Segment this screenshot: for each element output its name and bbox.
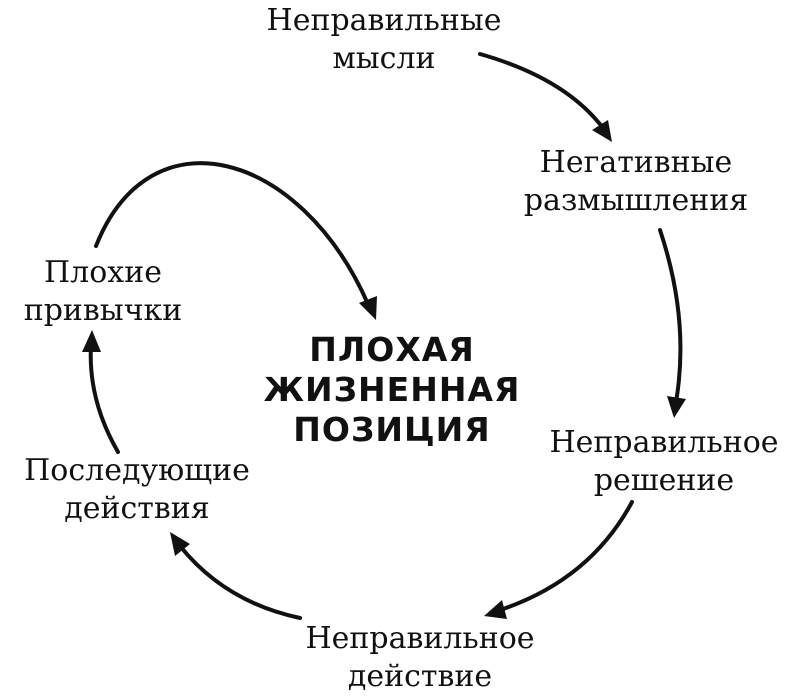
node-wrong-action-line2: действие <box>347 659 493 694</box>
arrow-decision-to-action <box>484 500 634 619</box>
arrow-thoughts-to-reflections <box>478 52 612 142</box>
node-wrong-action: Неправильное действие <box>305 620 534 696</box>
node-wrong-decision-line2: решение <box>593 463 735 498</box>
node-negative-reflections-line1: Негативные <box>539 145 733 180</box>
arrow-reflections-to-decision <box>658 228 686 418</box>
node-bad-habits-line2: привычки <box>23 293 183 328</box>
center-line3: ПОЗИЦИЯ <box>293 410 491 449</box>
center-bad-life-position: ПЛОХАЯ ЖИЗНЕННАЯ ПОЗИЦИЯ <box>264 330 521 450</box>
node-negative-reflections-line2: размышления <box>523 183 749 218</box>
node-subsequent-actions-line2: действия <box>64 491 210 526</box>
node-subsequent-actions-line1: Последующие <box>24 453 250 488</box>
center-line1: ПЛОХАЯ <box>309 330 475 369</box>
node-bad-habits: Плохие привычки <box>24 254 183 330</box>
node-wrong-decision: Неправильное решение <box>549 424 778 500</box>
node-wrong-action-line1: Неправильное <box>305 621 535 656</box>
arrow-subsequent-to-habits <box>82 330 120 454</box>
node-wrong-thoughts: Неправильные мысли <box>267 2 502 78</box>
center-line2: ЖИЗНЕННАЯ <box>263 370 521 409</box>
node-bad-habits-line1: Плохие <box>44 255 162 290</box>
node-wrong-thoughts-line1: Неправильные <box>266 3 502 38</box>
arrow-action-to-subsequent <box>170 532 302 620</box>
node-wrong-thoughts-line2: мысли <box>332 41 436 76</box>
node-subsequent-actions: Последующие действия <box>24 452 250 528</box>
arrow-habits-to-center <box>94 161 377 320</box>
node-negative-reflections: Негативные размышления <box>524 144 748 220</box>
node-wrong-decision-line1: Неправильное <box>549 425 779 460</box>
